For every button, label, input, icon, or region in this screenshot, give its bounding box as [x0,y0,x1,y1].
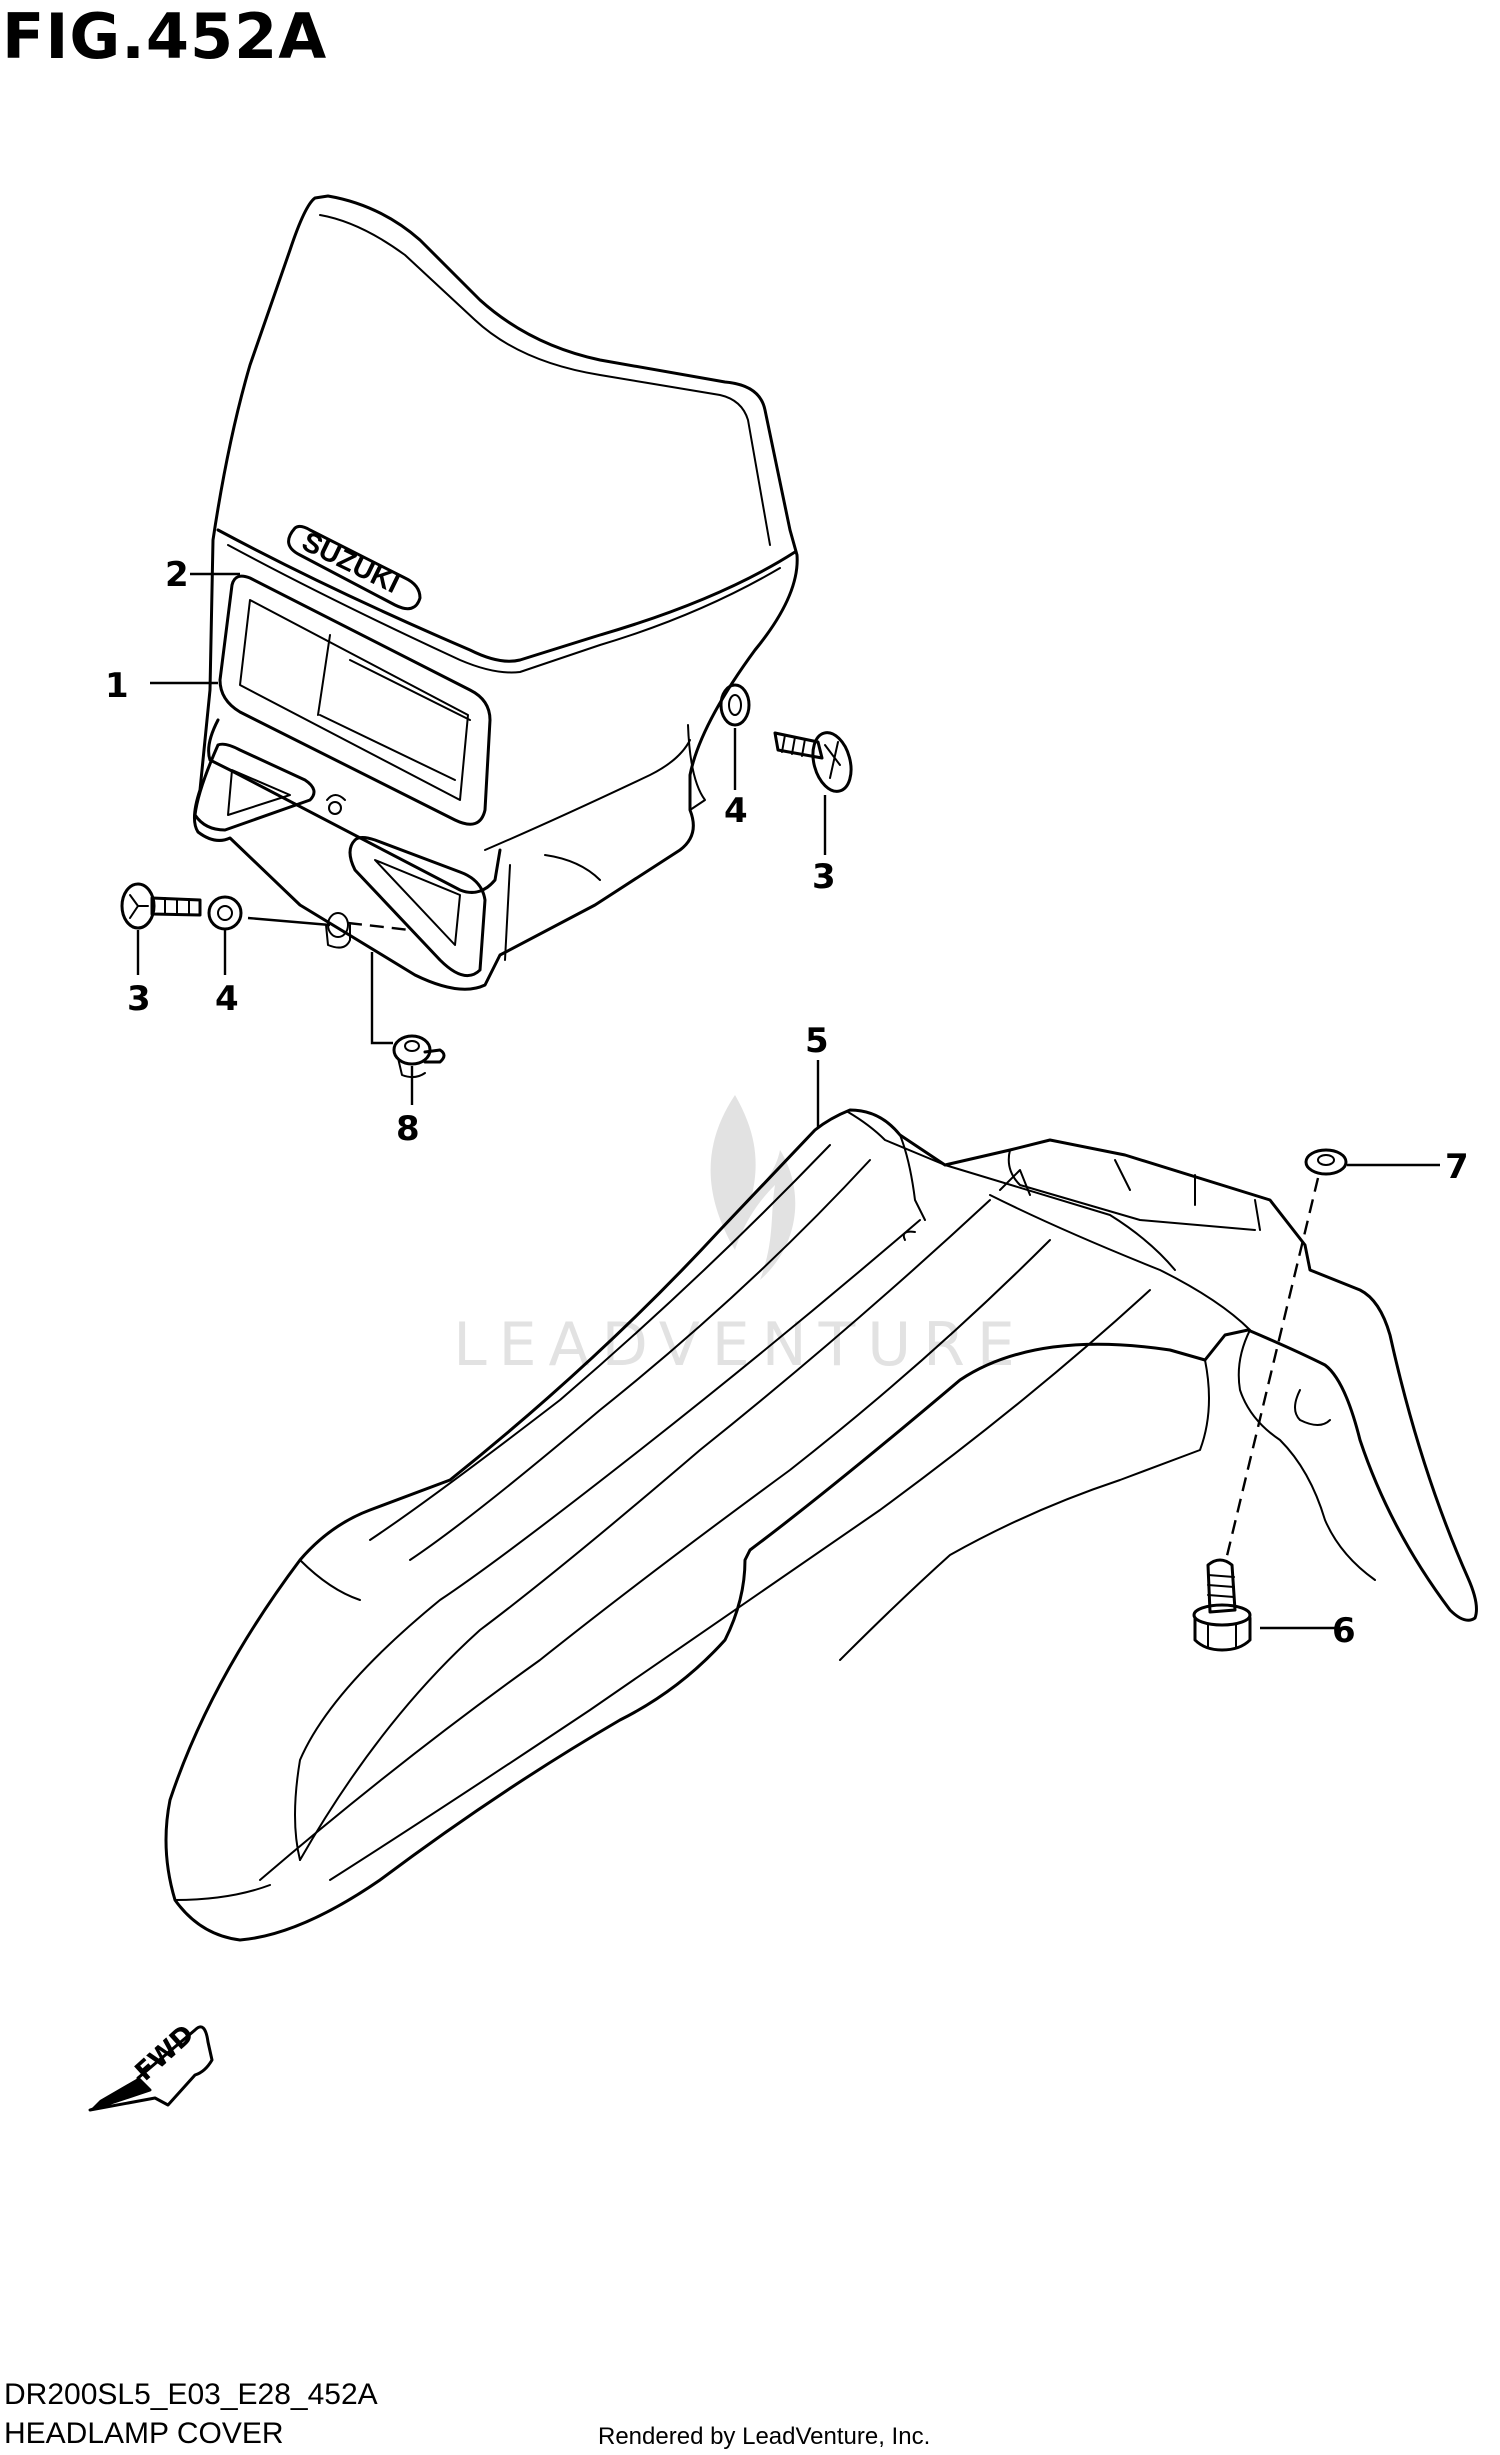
watermark-text: LEADVENTURE [453,1310,1027,1380]
callout-1: 1 [105,666,129,706]
clip [392,1034,446,1079]
callout-3-left: 3 [127,979,151,1019]
watermark: LEADVENTURE [453,1095,1027,1380]
screw-right [773,731,853,793]
callout-7: 7 [1445,1147,1469,1187]
front-fender [164,1108,1478,1942]
fender-nut [1304,1148,1348,1176]
diagram-name: HEADLAMP COVER [4,2417,284,2450]
callout-6: 6 [1332,1611,1356,1651]
screw-left [120,882,202,930]
callouts: 1 2 4 3 3 4 5 8 7 6 [105,555,1469,1651]
watermark-flame-icon [710,1095,796,1280]
callout-8: 8 [396,1109,420,1149]
flange-bolt [1192,1558,1252,1652]
fwd-label: FWD [130,2019,201,2087]
callout-5: 5 [805,1021,829,1061]
figure-title: FIG.452A [2,0,328,73]
callout-4-left: 4 [215,979,239,1019]
callout-4-right: 4 [724,791,748,831]
fwd-arrow: FWD [88,2019,214,2112]
headlamp-cover [193,194,799,991]
rendered-by-credit: Rendered by LeadVenture, Inc. [598,2423,931,2450]
suzuki-emblem: SUZUKI [287,524,422,611]
grommet-right [719,683,751,727]
leader-lines [136,572,1440,1630]
callout-3-right: 3 [812,857,836,897]
callout-2: 2 [165,555,189,595]
diagram-code: DR200SL5_E03_E28_452A [4,2378,378,2411]
grommet-left [207,895,243,931]
